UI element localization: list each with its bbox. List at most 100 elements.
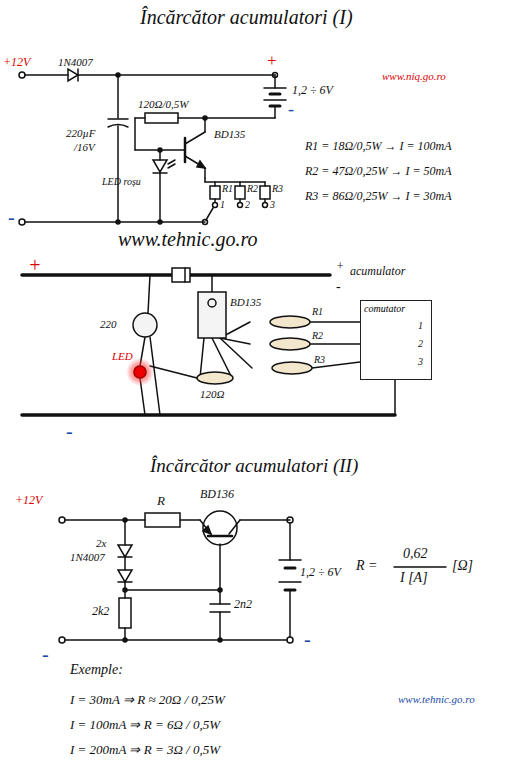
resistor-symbol <box>119 513 180 628</box>
annotation-label: R2 <box>312 330 323 341</box>
led-symbol <box>153 172 167 174</box>
diode-symbol <box>118 545 132 557</box>
resistor-symbol <box>145 513 180 527</box>
capacitor-illustration <box>133 313 157 337</box>
wire <box>219 544 221 604</box>
annotation-label: - <box>288 100 294 120</box>
annotation-label: 1N4007 <box>58 56 93 68</box>
annotation-label: - <box>8 206 15 228</box>
wire <box>124 557 126 570</box>
wire-illustration <box>310 321 360 323</box>
annotation-label: 1,2 ÷ 6V <box>300 566 341 579</box>
transistor-illustration <box>198 292 226 338</box>
wire <box>117 75 119 118</box>
annotation-label: R2 <box>247 183 258 194</box>
wire-illustration <box>22 275 395 415</box>
annotation-label: /16V <box>74 141 95 153</box>
wire <box>178 117 205 119</box>
battery-symbol <box>264 99 286 101</box>
capacitor-illustration <box>133 313 157 337</box>
annotation-label: 2n2 <box>234 598 252 611</box>
wire <box>135 117 145 119</box>
wire-illustration <box>190 273 330 277</box>
transistor-symbol <box>204 168 206 178</box>
led-symbol <box>153 160 175 173</box>
transistor-symbol <box>208 535 232 538</box>
wire <box>123 638 127 642</box>
annotation-label: R1 = 18Ω/0,5W → I = 100mA <box>305 140 452 153</box>
wire-illustration <box>310 343 360 345</box>
wire <box>289 590 291 637</box>
annotation-label: 220µF <box>66 127 96 139</box>
wire <box>218 588 222 592</box>
wire <box>158 148 162 152</box>
led-symbol <box>153 160 167 172</box>
annotation-label: acumulator <box>350 265 405 278</box>
wire <box>205 181 265 183</box>
transistor-symbol <box>185 118 205 178</box>
resistor-symbol <box>145 113 178 123</box>
battery-symbol <box>264 87 286 89</box>
resistor-symbol <box>260 186 270 199</box>
annotation-label: 120Ω <box>200 388 224 400</box>
wire <box>213 203 218 208</box>
annotation-label: 2x <box>96 537 106 549</box>
wire <box>116 73 120 77</box>
wire <box>59 517 293 643</box>
battery-symbol <box>279 581 301 583</box>
annotation-label: I = 200mA ⇒ R = 3Ω / 0,5W <box>70 743 220 757</box>
capacitor-symbol <box>108 118 128 120</box>
wire-illustration <box>220 338 252 368</box>
annotation-label: 1 <box>418 320 423 331</box>
capacitor-symbol <box>210 611 230 613</box>
wire <box>238 203 243 208</box>
annotation-label: 2 <box>418 338 423 349</box>
wire <box>219 612 221 640</box>
wire <box>65 519 145 521</box>
led-symbol <box>168 164 175 168</box>
annotation-label: R1 <box>222 183 233 194</box>
annotation-label: I [A] <box>400 570 428 585</box>
diode-symbol <box>118 556 132 558</box>
capacitor-symbol <box>210 604 230 612</box>
wire <box>19 72 278 225</box>
led-illustration <box>126 358 154 386</box>
wire <box>116 220 120 224</box>
wire <box>25 74 68 76</box>
diode-symbol <box>118 581 132 583</box>
transistor-symbol <box>200 511 240 545</box>
transistor-illustration <box>198 292 226 338</box>
wire <box>78 74 275 76</box>
annotation-label: [Ω] <box>452 558 473 573</box>
annotation-label: + <box>336 260 344 273</box>
wire <box>59 637 65 643</box>
wire <box>134 118 136 150</box>
wire-illustration <box>200 338 204 378</box>
capacitor-symbol <box>108 119 128 127</box>
transistor-symbol <box>203 526 211 534</box>
resistor-illustration <box>197 316 312 384</box>
wire <box>59 517 65 523</box>
switch-label: comutator <box>361 301 431 316</box>
diode-illustration <box>172 268 190 282</box>
wire <box>273 73 278 78</box>
battery-symbol <box>270 93 280 96</box>
led-illustration <box>126 358 154 386</box>
annotation-label: R = <box>356 558 378 573</box>
led-symbol <box>168 160 175 164</box>
annotation-label: R1 <box>312 306 323 317</box>
annotation-label: 2k2 <box>92 605 109 618</box>
wire <box>65 639 287 641</box>
annotation-label: BD135 <box>214 128 245 140</box>
annotation-label: 0,62 <box>403 546 428 561</box>
wire <box>123 588 127 592</box>
annotation-label: R2 = 47Ω/0,25W → I = 50mA <box>305 165 452 178</box>
transistor-symbol <box>184 138 187 162</box>
wire <box>125 589 220 591</box>
annotation-label: I = 100mA ⇒ R = 6Ω / 0,5W <box>70 718 220 732</box>
wire-illustration <box>394 380 396 415</box>
resistor-illustration <box>272 362 312 374</box>
resistor-illustration <box>270 338 310 350</box>
annotation-label: BD135 <box>230 296 261 308</box>
capacitor-symbol <box>108 125 128 128</box>
